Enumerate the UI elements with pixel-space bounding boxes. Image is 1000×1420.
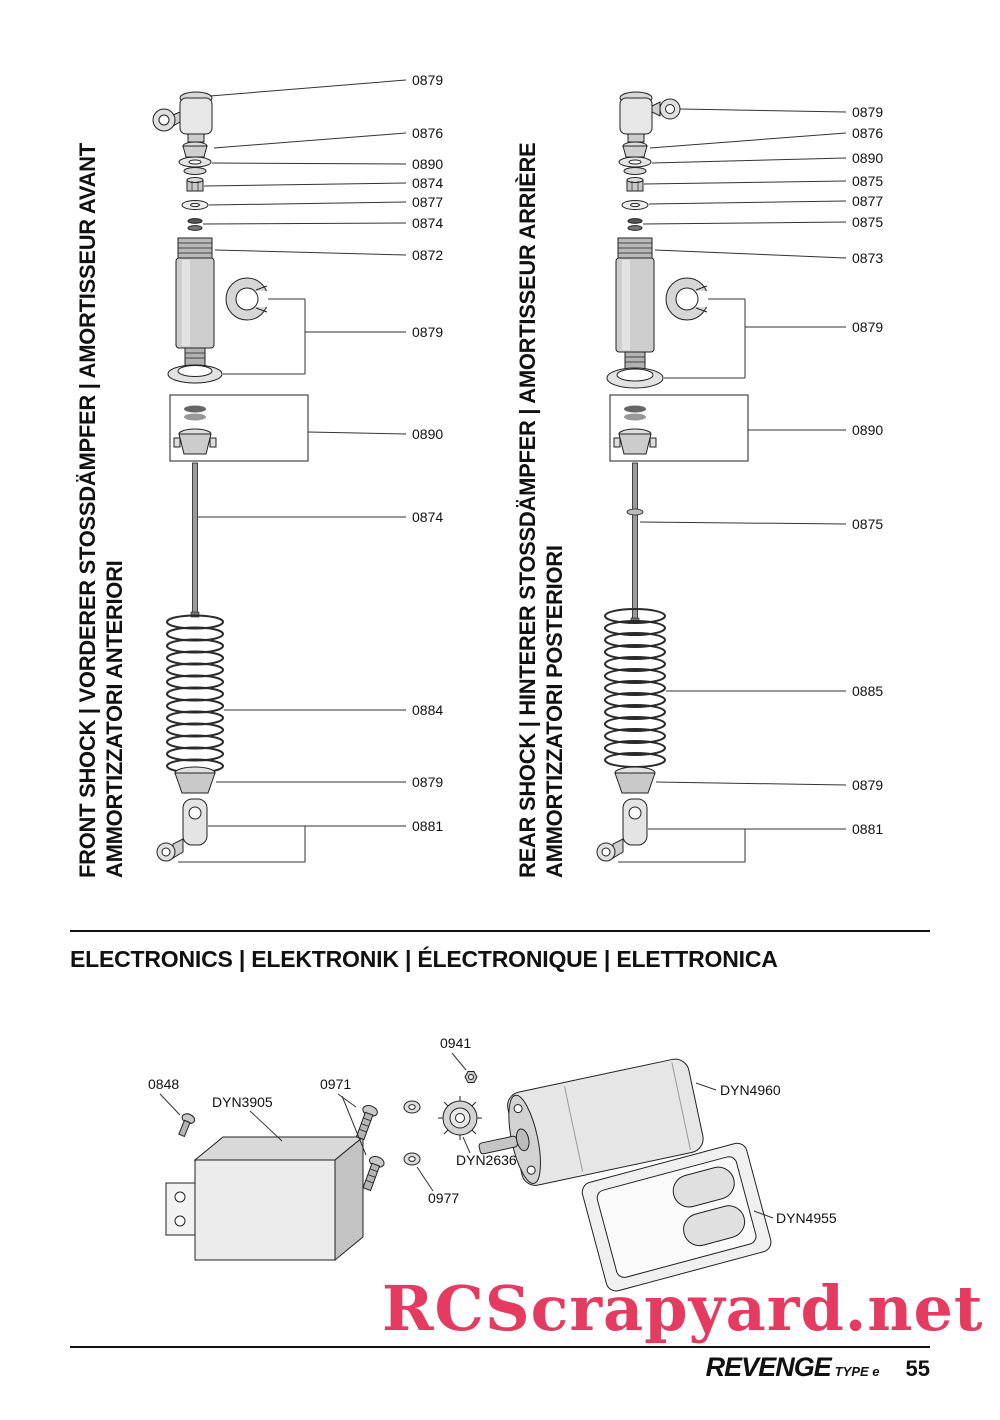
part-label: DYN3905 <box>212 1094 273 1110</box>
front-o-rings <box>187 218 203 231</box>
part-label: 0876 <box>412 125 443 141</box>
motor-screw-1 <box>355 1105 378 1141</box>
brand-logo-sub: TYPE e <box>834 1364 880 1379</box>
part-label: 0875 <box>852 516 883 532</box>
rear-shock-subtitle: AMMORTIZZATORI POSTERIORI <box>542 545 567 878</box>
page-number: 55 <box>905 1356 930 1381</box>
part-label: 0890 <box>412 156 443 172</box>
part-label: 0875 <box>852 173 883 189</box>
front-washer-stack <box>178 156 212 175</box>
part-label: DYN4960 <box>720 1082 781 1098</box>
motor-screw-2 <box>362 1155 385 1192</box>
part-label: 0873 <box>852 250 883 266</box>
rear-part-labels: 0879 0876 0890 0875 0877 0875 0873 0879 … <box>852 104 883 837</box>
part-label: 0879 <box>852 319 883 335</box>
rear-shock-body <box>606 237 664 389</box>
part-label: 0890 <box>412 426 443 442</box>
rear-spring <box>604 608 666 768</box>
front-collar <box>182 141 208 158</box>
rear-o-rings <box>627 218 643 231</box>
rear-preload-clip <box>665 277 711 321</box>
part-label: 0890 <box>852 150 883 166</box>
electronics-heading: ELECTRONICS | ELEKTRONIK | ÉLECTRONIQUE … <box>70 946 778 972</box>
part-label: 0977 <box>428 1190 459 1206</box>
part-label: 0876 <box>852 125 883 141</box>
rear-collar <box>622 141 648 158</box>
front-spring-retainer <box>174 766 216 794</box>
part-label: 0885 <box>852 683 883 699</box>
part-label: 0879 <box>852 777 883 793</box>
front-rod-end <box>156 798 208 862</box>
motor <box>478 1058 704 1186</box>
front-shock-diagram: 0879 0876 0890 0874 0877 0874 0872 0879 … <box>152 72 443 863</box>
part-label: 0881 <box>412 818 443 834</box>
footer-divider <box>70 1346 930 1348</box>
part-label: 0874 <box>412 215 443 231</box>
washer-1 <box>403 1100 421 1114</box>
rear-cartridge-box <box>609 394 749 462</box>
pinion-gear <box>438 1096 482 1140</box>
electronics-diagram: 0848 DYN3905 0971 0941 DYN2636 0977 DYN4… <box>148 1035 837 1292</box>
front-piston-washer <box>181 200 209 210</box>
part-label: 0881 <box>852 821 883 837</box>
part-label: 0875 <box>852 214 883 230</box>
front-shock-subtitle: AMMORTIZZATORI ANTERIORI <box>102 560 127 878</box>
part-label: 0890 <box>852 422 883 438</box>
part-label: 0874 <box>412 509 443 525</box>
rear-shock-title-block: REAR SHOCK | HINTERER STOSSDÄMPFER | AMO… <box>514 143 568 878</box>
brand-logo-main: REVENGE <box>705 1352 832 1382</box>
part-label: 0941 <box>440 1035 471 1051</box>
part-label: DYN2636 <box>456 1152 517 1168</box>
rear-shock-diagram: 0879 0876 0890 0875 0877 0875 0873 0879 … <box>596 91 883 863</box>
electronics-leader-lines <box>159 1052 774 1219</box>
part-label: 0848 <box>148 1076 179 1092</box>
part-label: 0879 <box>412 774 443 790</box>
rear-cap-assembly <box>619 91 681 143</box>
electronics-labels: 0848 DYN3905 0971 0941 DYN2636 0977 DYN4… <box>148 1035 837 1226</box>
front-nut <box>186 177 204 192</box>
rear-spring-retainer <box>614 766 656 794</box>
watermark: RCScrapyard.net <box>382 1272 984 1345</box>
part-label: 0879 <box>852 104 883 120</box>
rear-nut <box>626 177 644 192</box>
front-shock-title: FRONT SHOCK | VORDERER STOSSDÄMPFER | AM… <box>75 143 100 878</box>
part-label: 0877 <box>852 193 883 209</box>
pinion-nut <box>464 1071 478 1083</box>
front-cap-assembly <box>152 91 213 143</box>
front-leader-lines <box>178 79 407 863</box>
part-label: 0879 <box>412 72 443 88</box>
front-cartridge-box <box>169 394 309 462</box>
rear-piston-washer <box>621 200 649 210</box>
part-label: DYN4955 <box>776 1210 837 1226</box>
part-label: 0884 <box>412 702 443 718</box>
front-shock-shaft <box>190 462 200 618</box>
esc-case <box>581 1142 772 1292</box>
rear-shock-shaft <box>626 462 644 624</box>
part-label: 0874 <box>412 175 443 191</box>
section-divider <box>70 930 930 932</box>
rear-washer-stack <box>618 156 652 175</box>
front-shock-title-block: FRONT SHOCK | VORDERER STOSSDÄMPFER | AM… <box>74 143 128 878</box>
front-shock-body <box>167 237 223 384</box>
servo-screw <box>178 1113 196 1138</box>
front-spring <box>166 614 224 774</box>
part-label: 0879 <box>412 324 443 340</box>
part-label: 0971 <box>320 1076 351 1092</box>
washer-2 <box>403 1152 421 1166</box>
rear-rod-end <box>596 798 648 862</box>
rear-shock-title: REAR SHOCK | HINTERER STOSSDÄMPFER | AMO… <box>515 142 540 878</box>
front-preload-clip <box>225 277 271 321</box>
servo <box>165 1135 365 1262</box>
rear-leader-lines <box>618 108 847 863</box>
part-label: 0872 <box>412 247 443 263</box>
part-label: 0877 <box>412 194 443 210</box>
front-part-labels: 0879 0876 0890 0874 0877 0874 0872 0879 … <box>412 72 443 834</box>
